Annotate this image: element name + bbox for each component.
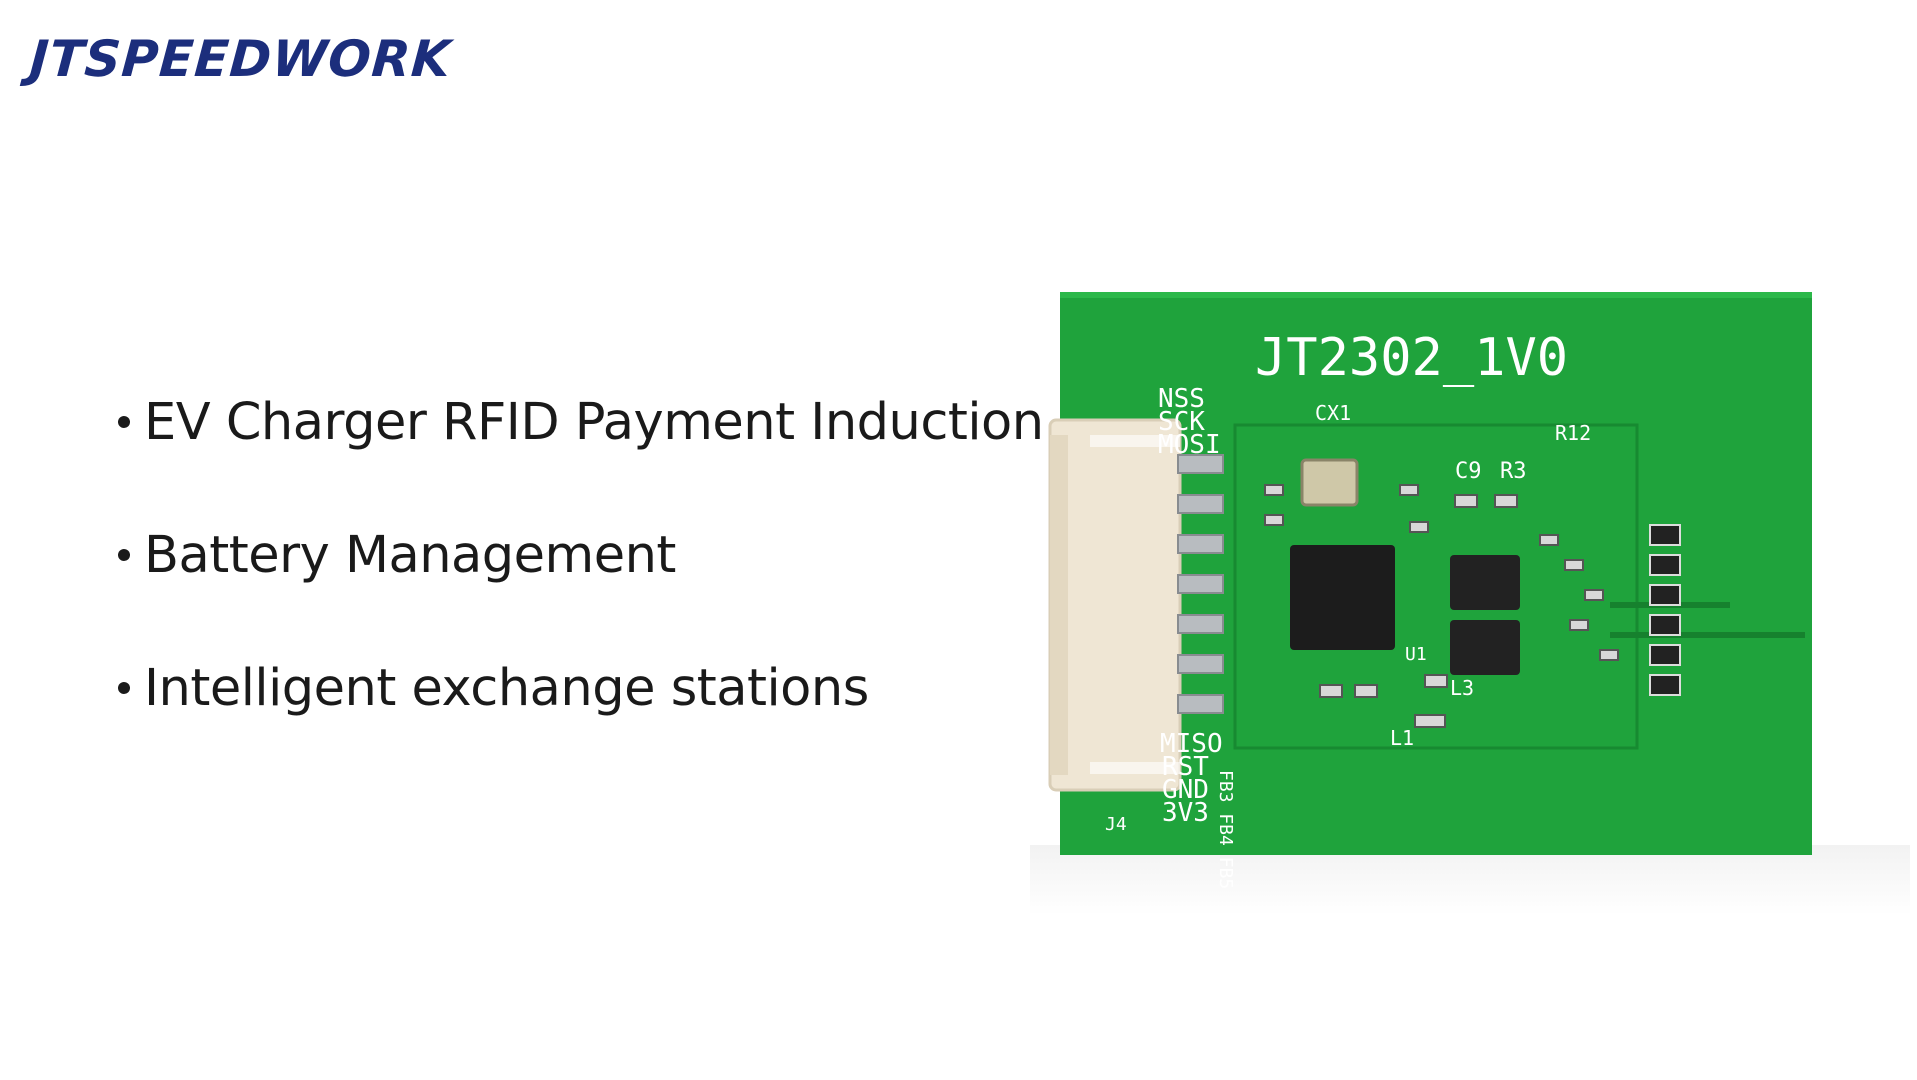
feature-item-battery: Battery Management	[118, 525, 1044, 585]
bullet-dot	[118, 682, 130, 694]
pin-label-mosi: MOSI	[1158, 430, 1221, 460]
connector-label-j4: J4	[1105, 814, 1127, 835]
label-c9: C9	[1455, 459, 1482, 484]
label-r3: R3	[1500, 459, 1527, 484]
pin-label-nss: NSS	[1158, 384, 1205, 414]
feature-text: Intelligent exchange stations	[144, 658, 869, 718]
label-l1: L1	[1390, 726, 1414, 750]
board-shadow	[1030, 845, 1910, 915]
label-l3: L3	[1450, 676, 1474, 700]
brand-logo: JTSPEEDWORK	[27, 30, 454, 88]
bullet-dot	[118, 549, 130, 561]
smd-components	[1264, 484, 1619, 728]
pin-label-miso: MISO	[1160, 729, 1223, 759]
bullet-dot	[118, 416, 130, 428]
label-u1: U1	[1405, 644, 1427, 665]
pcb-product-photo: JT2302_1V0 NSS SCK MOSI MISO RST GND 3V3…	[1010, 270, 1910, 970]
label-cx1: CX1	[1315, 401, 1351, 425]
pin-label-rst: RST	[1162, 752, 1209, 782]
feature-text: Battery Management	[144, 525, 676, 585]
pin-label-sck: SCK	[1158, 407, 1205, 437]
shield-outline	[1233, 423, 1639, 750]
feature-item-exchange-stations: Intelligent exchange stations	[118, 658, 1044, 718]
pin-label-gnd: GND	[1162, 775, 1209, 805]
inductor	[1450, 555, 1520, 610]
feature-list: EV Charger RFID Payment Induction Batter…	[118, 392, 1044, 791]
feature-text: EV Charger RFID Payment Induction	[144, 392, 1044, 452]
pcb-board	[1060, 292, 1812, 855]
pin-label-3v3: 3V3	[1162, 798, 1209, 828]
connector-j4	[1048, 418, 1224, 792]
label-fb: FB3 FB4 FB5	[1215, 770, 1236, 889]
inductor	[1450, 620, 1520, 675]
crystal	[1300, 458, 1359, 507]
pcb-model-label: JT2302_1V0	[1255, 328, 1568, 388]
mcu-chip	[1290, 545, 1395, 650]
label-r12: R12	[1555, 421, 1591, 445]
feature-item-ev-charger: EV Charger RFID Payment Induction	[118, 392, 1044, 452]
